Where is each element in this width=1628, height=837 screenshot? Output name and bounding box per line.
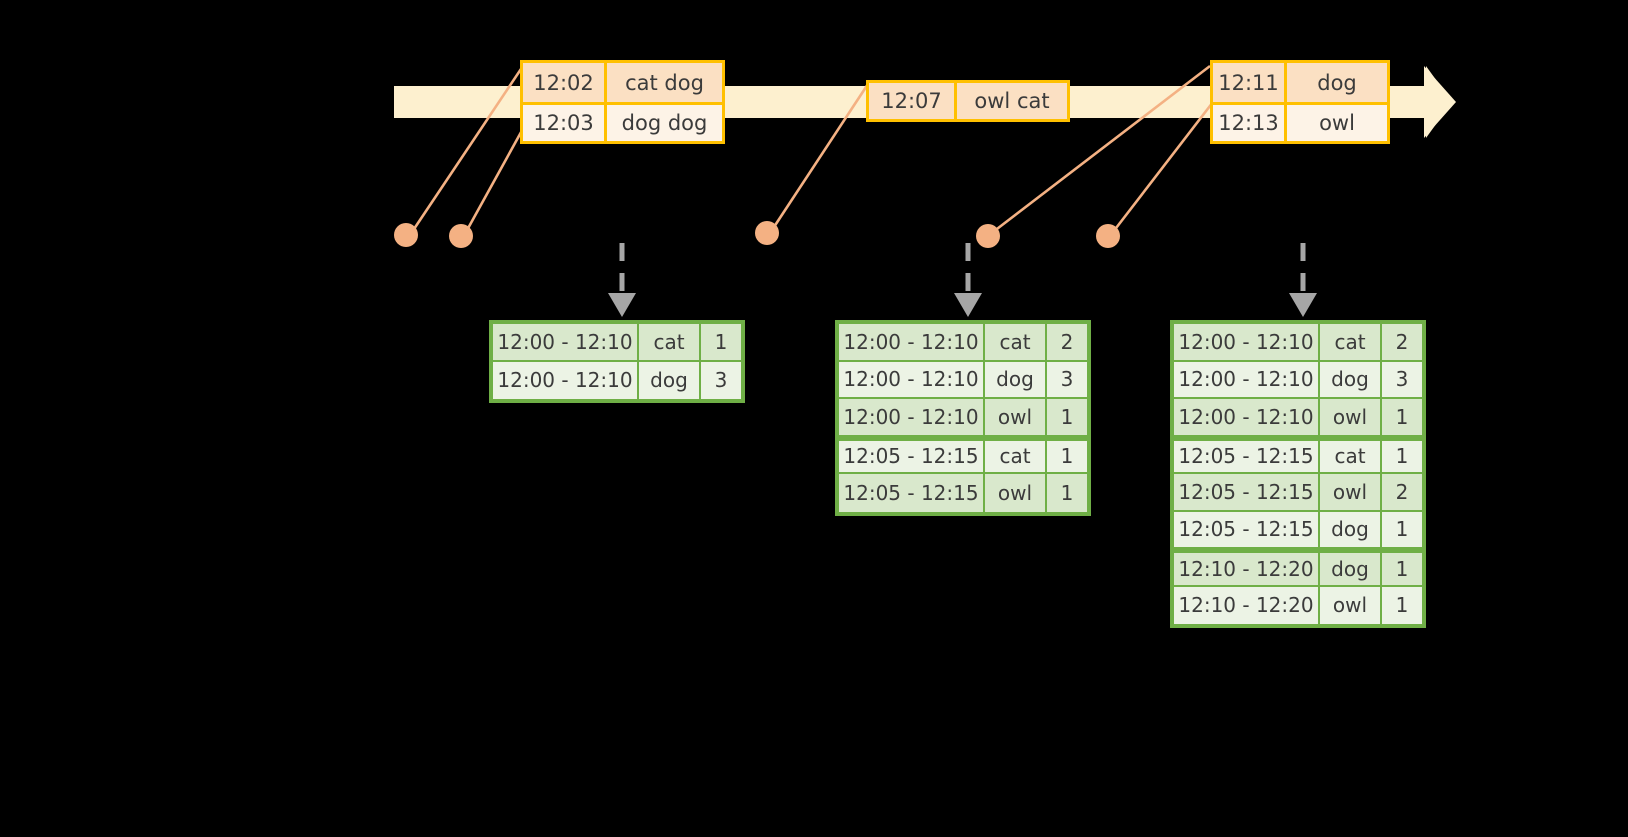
cell-count: 1: [1382, 553, 1422, 587]
dashed-arrow-heads: [608, 293, 1317, 317]
event-time: 12:07: [869, 83, 957, 119]
cell-key: cat: [985, 440, 1047, 474]
event-dot-4: [976, 224, 1000, 248]
cell-window: 12:10 - 12:20: [1174, 586, 1320, 624]
event-words: owl cat: [974, 89, 1050, 113]
cell-window: 12:10 - 12:20: [1174, 553, 1320, 587]
cell-key: dog: [1320, 361, 1382, 399]
cell-count: 1: [1047, 399, 1087, 437]
cell-window: 12:05 - 12:15: [1174, 511, 1320, 549]
event-words: owl: [1319, 111, 1355, 135]
cell-count: 2: [1382, 324, 1422, 362]
event-dot-3: [755, 221, 779, 245]
cell-key: dog: [639, 361, 701, 399]
cell-key: cat: [1320, 324, 1382, 362]
cell-key: owl: [1320, 586, 1382, 624]
event-time: 12:11: [1213, 63, 1287, 102]
timeline-event-box-1: 12:02 cat dog 12:03 dog dog: [520, 60, 725, 144]
cell-key: owl: [1320, 474, 1382, 512]
event-words: cat dog: [625, 70, 704, 95]
cell-window: 12:00 - 12:10: [1174, 399, 1320, 437]
cell-window: 12:05 - 12:15: [1174, 440, 1320, 474]
timeline-event-row: 12:07 owl cat: [869, 83, 1067, 119]
cell-count: 1: [701, 324, 741, 362]
cell-window: 12:00 - 12:10: [493, 361, 639, 399]
event-dot-2: [449, 224, 473, 248]
timeline-event-row: 12:02 cat dog: [523, 63, 722, 102]
dashed-arrow-lines: [619, 243, 1306, 297]
timeline-event-row: 12:11 dog: [1213, 63, 1387, 102]
cell-count: 3: [1047, 361, 1087, 399]
cell-key: dog: [1320, 553, 1382, 587]
cell-count: 1: [1382, 440, 1422, 474]
event-words: dog dog: [621, 111, 708, 135]
cell-count: 1: [1047, 474, 1087, 512]
event-dot-5: [1096, 224, 1120, 248]
timeline-event-row: 12:03 dog dog: [523, 102, 722, 141]
cell-key: owl: [985, 474, 1047, 512]
cell-window: 12:00 - 12:10: [839, 324, 985, 362]
timeline-event-box-3: 12:11 dog 12:13 owl: [1210, 60, 1390, 144]
event-time: 12:03: [523, 105, 607, 141]
cell-count: 3: [701, 361, 741, 399]
cell-key: cat: [639, 324, 701, 362]
cell-window: 12:05 - 12:15: [839, 440, 985, 474]
cell-window: 12:00 - 12:10: [1174, 324, 1320, 362]
event-time: 12:02: [523, 63, 607, 102]
event-dot-1: [394, 223, 418, 247]
cell-count: 1: [1382, 511, 1422, 549]
cell-key: cat: [985, 324, 1047, 362]
event-words: dog: [1317, 70, 1357, 95]
cell-count: 3: [1382, 361, 1422, 399]
cell-count: 1: [1382, 586, 1422, 624]
cell-key: owl: [985, 399, 1047, 437]
cell-key: owl: [1320, 399, 1382, 437]
cell-count: 2: [1047, 324, 1087, 362]
timeline-event-box-2: 12:07 owl cat: [866, 80, 1070, 122]
timeline-event-row: 12:13 owl: [1213, 102, 1387, 141]
cell-count: 2: [1382, 474, 1422, 512]
cell-window: 12:00 - 12:10: [1174, 361, 1320, 399]
cell-key: cat: [1320, 440, 1382, 474]
cell-count: 1: [1047, 440, 1087, 474]
cell-window: 12:00 - 12:10: [839, 399, 985, 437]
cell-count: 1: [1382, 399, 1422, 437]
cell-key: dog: [1320, 511, 1382, 549]
cell-window: 12:05 - 12:15: [839, 474, 985, 512]
cell-key: dog: [985, 361, 1047, 399]
cell-window: 12:05 - 12:15: [1174, 474, 1320, 512]
cell-window: 12:00 - 12:10: [839, 361, 985, 399]
event-time: 12:13: [1213, 105, 1287, 141]
cell-window: 12:00 - 12:10: [493, 324, 639, 362]
